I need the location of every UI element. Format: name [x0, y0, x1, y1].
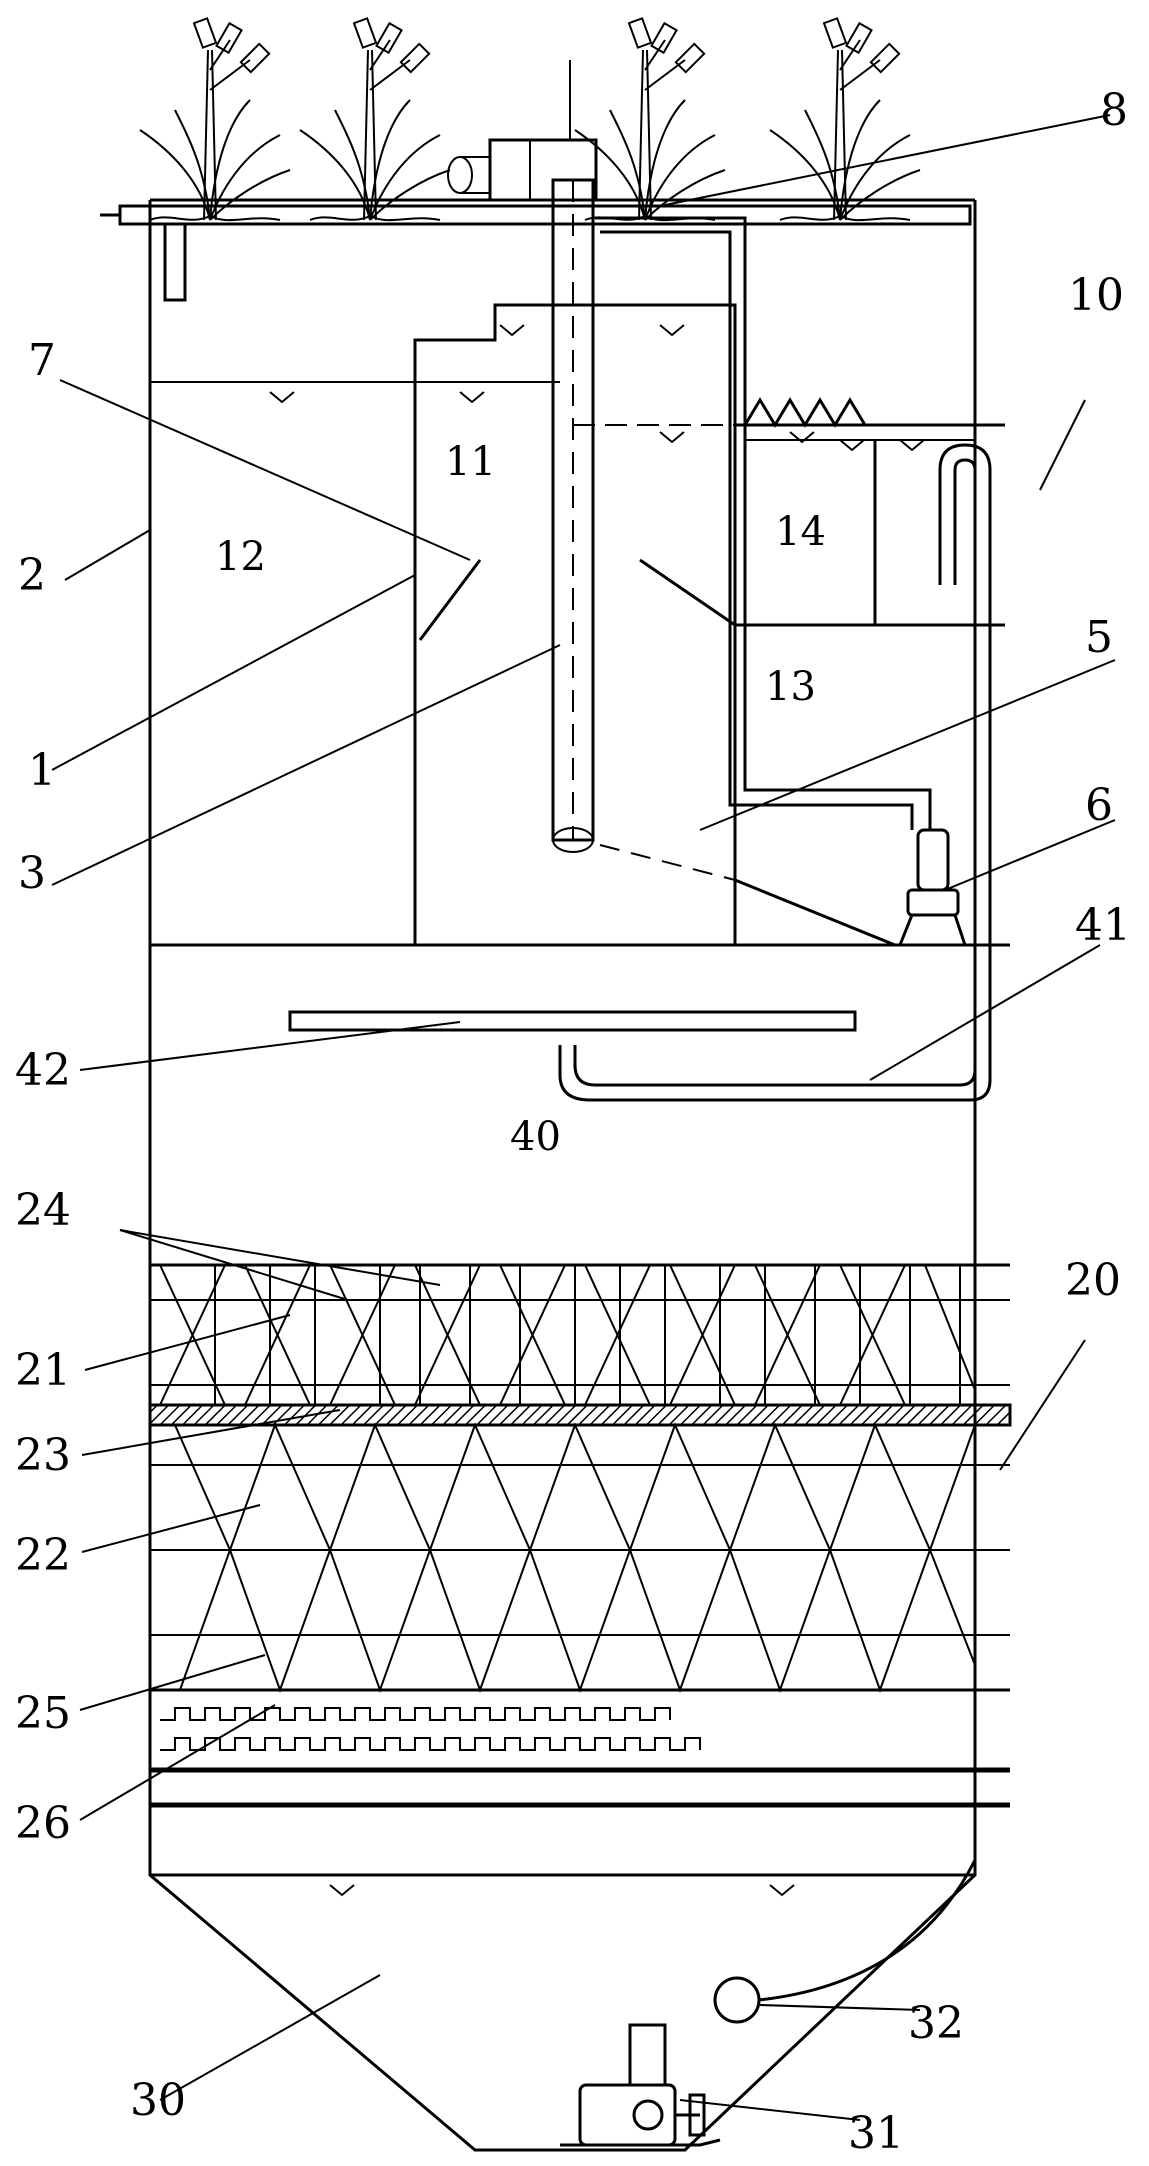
label-7: 7: [28, 335, 56, 386]
label-24: 24: [15, 1185, 71, 1236]
label-6: 6: [1085, 780, 1113, 831]
sludge-hopper: [560, 1859, 977, 2147]
label-30: 30: [130, 2075, 186, 2126]
label-31: 31: [848, 2108, 904, 2159]
sludge-pump: [560, 2023, 721, 2147]
leader-lines: [51, 114, 1116, 2121]
label-1: 1: [28, 745, 56, 796]
label-26: 26: [15, 1798, 71, 1849]
zone-13: 13: [765, 664, 816, 710]
zone-12: 12: [215, 534, 266, 580]
zone-14: 14: [775, 509, 826, 555]
label-5: 5: [1085, 612, 1113, 663]
zone-numbers: 11 12 13 14 40: [215, 439, 826, 1160]
label-20: 20: [1065, 1255, 1121, 1306]
tank-outer-wall: [148, 198, 977, 2152]
label-25: 25: [15, 1688, 71, 1739]
filter-media-zone: [148, 1263, 1012, 1897]
label-21: 21: [15, 1345, 71, 1396]
label-42: 42: [15, 1045, 71, 1096]
label-23: 23: [15, 1430, 71, 1481]
label-3: 3: [18, 848, 46, 899]
label-10: 10: [1068, 270, 1124, 321]
middle-zone: [288, 1010, 857, 1032]
label-32: 32: [908, 1998, 964, 2049]
label-8: 8: [1100, 85, 1128, 136]
callout-labels: 8 10 7 2 1 5 3 6 41 42 24 20 21 23 22 25…: [15, 85, 1131, 2159]
label-22: 22: [15, 1530, 71, 1581]
upper-treatment-zone: [150, 60, 1010, 1102]
zone-40: 40: [510, 1114, 561, 1160]
label-2: 2: [18, 550, 46, 601]
planting-bed: [100, 204, 972, 302]
label-41: 41: [1075, 900, 1131, 951]
zone-11: 11: [445, 439, 496, 485]
submersible-pump: [897, 828, 968, 947]
